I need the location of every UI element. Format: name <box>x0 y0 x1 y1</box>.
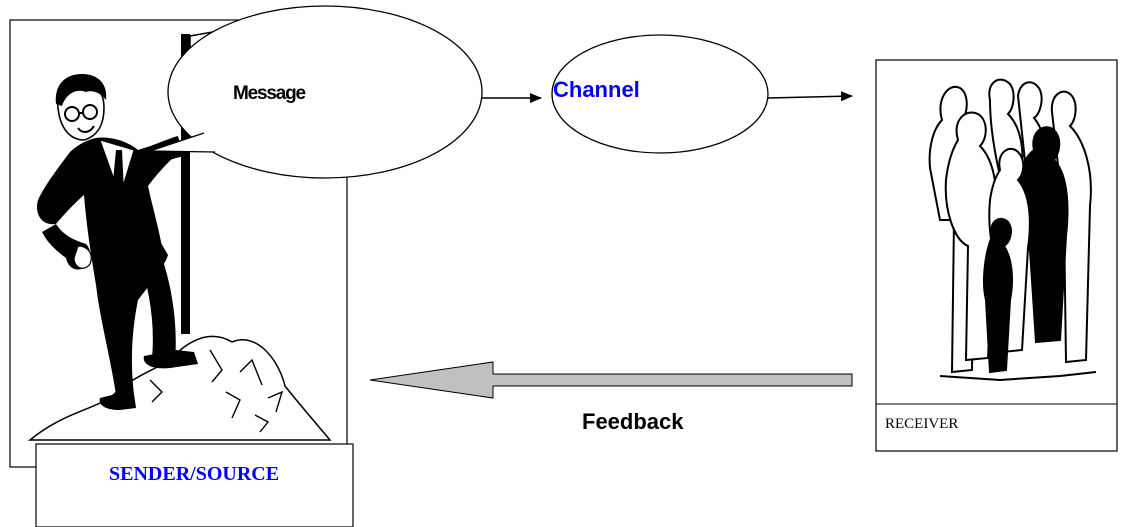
businessman-on-rock-icon <box>27 27 332 441</box>
message-label: Message <box>233 83 306 104</box>
group-of-people-icon <box>928 78 1097 382</box>
channel-to-receiver-arrow <box>767 91 853 102</box>
feedback-label: Feedback <box>582 409 684 434</box>
feedback-arrow <box>369 361 853 399</box>
sender-label-box <box>35 443 354 527</box>
message-bubble-tail <box>149 132 216 153</box>
channel-label: Channel <box>553 77 640 102</box>
channel-ellipse <box>551 34 769 154</box>
sender-label: SENDER/SOURCE <box>109 463 279 485</box>
receiver-label: RECEIVER <box>885 416 958 432</box>
message-bubble <box>167 5 483 179</box>
